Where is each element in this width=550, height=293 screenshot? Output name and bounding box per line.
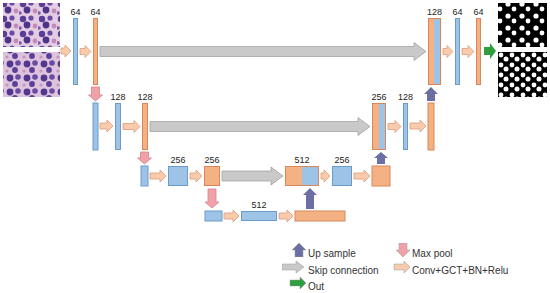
- legend-item: Out: [308, 276, 324, 290]
- channel-count: 512: [294, 155, 309, 165]
- output-mask: [498, 3, 547, 47]
- channel-count: 64: [90, 7, 100, 17]
- upsample-arrow: [303, 188, 317, 209]
- feature-map: 512: [241, 211, 277, 221]
- skip-connection: [100, 43, 426, 61]
- legend-arrow: [394, 261, 410, 273]
- conv-arrow: [354, 170, 370, 182]
- legend-text: Out: [308, 281, 324, 292]
- feature-map: 64: [93, 18, 98, 85]
- legend-icon: [288, 243, 310, 257]
- channel-count: 512: [251, 200, 266, 210]
- feature-map: [141, 166, 148, 186]
- feature-map: [295, 211, 345, 221]
- feature-map: 128: [115, 103, 121, 150]
- channel-count: 256: [334, 155, 349, 165]
- feature-map: 128: [142, 103, 148, 150]
- feature-map: 256: [372, 103, 386, 150]
- upsample-arrow: [424, 87, 438, 101]
- legend-item: Skip connection: [308, 260, 379, 274]
- feature-map: 256: [204, 166, 220, 186]
- legend-arrow: [396, 243, 410, 257]
- legend-icon: [392, 243, 414, 257]
- conv-arrow: [123, 121, 140, 133]
- legend-text: Up sample: [308, 248, 356, 259]
- legend-arrow: [290, 277, 306, 289]
- legend-text: Skip connection: [308, 265, 379, 276]
- channel-count: 256: [371, 92, 386, 102]
- legend-text: Max pool: [412, 248, 453, 259]
- legend-arrow: [282, 261, 304, 273]
- skip-connection: [222, 167, 283, 185]
- channel-count: 128: [110, 92, 125, 102]
- feature-map: 64: [73, 18, 78, 85]
- feature-map: [205, 211, 222, 221]
- channel-count: 128: [137, 92, 152, 102]
- feature-map: [428, 103, 434, 150]
- conv-arrow: [321, 170, 330, 182]
- feature-map: 256: [332, 166, 352, 186]
- channel-count: 256: [170, 155, 185, 165]
- conv-arrow: [279, 210, 293, 222]
- conv-arrow: [410, 120, 426, 132]
- channel-count: 64: [70, 7, 80, 17]
- conv-arrow: [462, 46, 474, 58]
- feature-map: [372, 166, 390, 186]
- channel-count: 128: [398, 92, 413, 102]
- legend-item: Up sample: [308, 243, 356, 257]
- legend-icon: [286, 276, 308, 290]
- feature-map: 64: [476, 18, 481, 85]
- maxpool-arrow: [89, 87, 103, 101]
- feature-map: 128: [403, 103, 408, 150]
- conv-arrow: [61, 45, 71, 57]
- feature-map: 128: [428, 18, 441, 85]
- channel-count: 64: [473, 7, 483, 17]
- feature-map: 512: [285, 166, 319, 186]
- out-arrow: [484, 43, 496, 59]
- conv-arrow: [443, 46, 453, 58]
- input-image: [3, 3, 60, 47]
- channel-count: 256: [204, 155, 219, 165]
- input-image: [3, 52, 60, 97]
- conv-arrow: [388, 121, 401, 133]
- feature-map: 256: [168, 166, 188, 186]
- legend-item: Conv+GCT+BN+Relu: [412, 260, 508, 274]
- legend-text: Conv+GCT+BN+Relu: [412, 265, 508, 276]
- legend-icon: [390, 260, 412, 274]
- skip-connection: [150, 118, 370, 136]
- legend-icon: [282, 260, 304, 274]
- conv-arrow: [100, 120, 113, 132]
- output-mask: [498, 52, 547, 97]
- legend-arrow: [292, 243, 306, 257]
- channel-count: 64: [452, 7, 462, 17]
- channel-count: 128: [427, 7, 442, 17]
- feature-map: [93, 103, 98, 150]
- conv-arrow: [80, 46, 91, 58]
- conv-arrow: [150, 170, 166, 182]
- conv-arrow: [190, 170, 202, 182]
- conv-arrow: [224, 210, 239, 222]
- feature-map: 64: [455, 18, 460, 85]
- legend-item: Max pool: [412, 243, 453, 257]
- upsample-arrow: [374, 152, 388, 164]
- maxpool-arrow: [205, 189, 219, 208]
- maxpool-arrow: [138, 152, 152, 164]
